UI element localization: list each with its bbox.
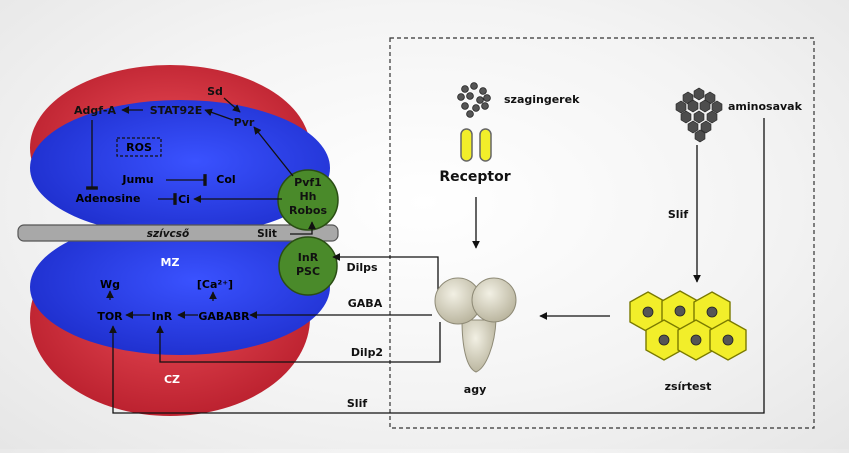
aminoacid-cluster (675, 87, 723, 143)
label-col: Col (216, 173, 235, 186)
label-slif-right: Slif (668, 208, 688, 221)
label-odorants: szagingerek (504, 93, 580, 106)
label-slif-bottom: Slif (347, 397, 367, 410)
label-dilps: Dilps (346, 261, 378, 274)
label-jumu: Jumu (121, 173, 153, 186)
label-inr: InR (152, 310, 173, 323)
label-fatbody: zsírtest (665, 380, 712, 393)
label-receptor: Receptor (439, 169, 510, 185)
ros-box (116, 137, 162, 157)
label-pvr: Pvr (234, 116, 255, 129)
label-mz: MZ (161, 256, 180, 269)
slif-line (109, 118, 765, 414)
label-gaba: GABA (348, 297, 383, 310)
label-psc-top-1: Hh (299, 190, 316, 203)
label-tor: TOR (97, 310, 123, 323)
label-gabab-r: GABABR (198, 310, 250, 323)
labels: Sd STAT92E Adgf-A Pvr ROS Jumu Col Adeno… (74, 85, 803, 410)
heart-tube (17, 224, 339, 242)
signal-lines (109, 118, 765, 414)
label-psc-top-2: Robos (289, 204, 327, 217)
label-ros: ROS (126, 141, 152, 154)
dilp2-line (156, 322, 441, 363)
psc-node-lower (278, 236, 338, 296)
label-heart-tube: szívcső (147, 228, 190, 240)
organism-panel-border (389, 37, 815, 429)
label-adgf-a: Adgf-A (74, 104, 116, 117)
label-sd: Sd (207, 85, 223, 98)
brain-icon (434, 277, 517, 373)
label-brain: agy (464, 383, 486, 396)
label-wg: Wg (100, 278, 120, 291)
label-ci: Ci (178, 193, 190, 206)
dilps-line (332, 253, 439, 292)
label-slit: Slit (257, 228, 277, 240)
medullary-zone-lower (30, 219, 330, 355)
label-psc-bottom-1: PSC (296, 265, 320, 278)
label-psc-top-0: Pvf1 (294, 176, 322, 189)
fatbody-icon (629, 290, 747, 361)
label-ca2: [Ca²⁺] (197, 278, 233, 291)
label-adenosine: Adenosine (76, 192, 141, 205)
lymph-gland (17, 65, 339, 416)
receptor-icon (460, 128, 492, 162)
label-dilp2: Dilp2 (351, 346, 383, 359)
psc-node-upper (277, 169, 339, 231)
label-cz: CZ (164, 373, 180, 386)
label-stat92e: STAT92E (150, 104, 203, 117)
label-psc-bottom-0: InR (298, 251, 319, 264)
hemocyte-arrows (86, 97, 316, 319)
odorant-cluster (457, 82, 491, 118)
label-aminoacids: aminosavak (728, 100, 803, 113)
